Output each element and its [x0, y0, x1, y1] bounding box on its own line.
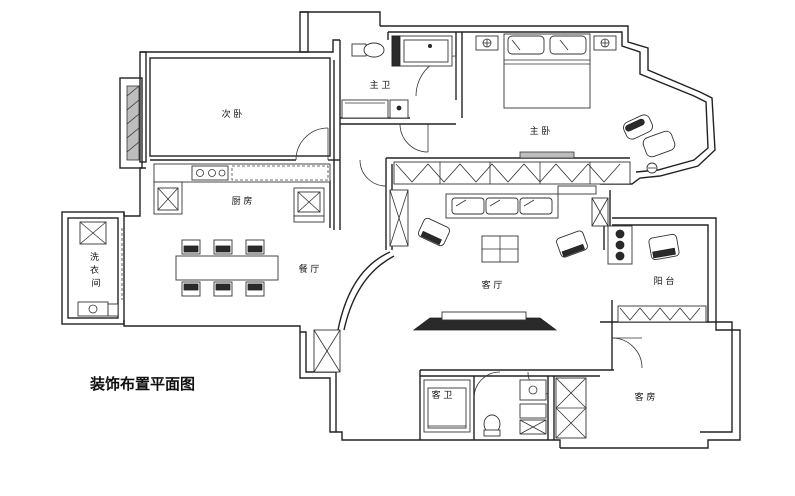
laundry-char-3: 间: [91, 277, 100, 289]
guest-room-wardrobe: [555, 377, 587, 439]
plan-title: 装饰布置平面图: [89, 375, 195, 393]
laundry-char-1: 洗: [90, 251, 99, 263]
room-label-second-bedroom: 次 卧: [222, 108, 243, 120]
room-label-dining: 餐 厅: [299, 263, 320, 275]
room-label-guest-bath: 客 卫: [432, 389, 453, 401]
outer-walls: [61, 11, 741, 449]
master-bedroom-furniture: [393, 33, 676, 185]
room-label-master-bedroom: 主 卧: [530, 125, 551, 137]
room-label-laundry: 洗 衣 间: [90, 251, 102, 289]
room-label-living: 客 厅: [482, 279, 503, 291]
guest-bath-fixtures: [423, 379, 547, 437]
room-label-kitchen: 厨 房: [232, 195, 253, 207]
laundry-char-2: 衣: [90, 264, 99, 276]
laundry-fixtures: [77, 221, 123, 317]
living-room-furniture: [313, 185, 680, 373]
room-label-master-bath: 主 卫: [370, 79, 391, 91]
kitchen-fixtures: [153, 163, 331, 223]
room-label-guest-room: 客 房: [635, 391, 656, 403]
room-label-balcony: 阳 台: [654, 275, 675, 287]
balcony-fixtures: [617, 305, 707, 323]
dining-table: [175, 239, 279, 297]
master-bath-fixtures: [341, 35, 453, 119]
